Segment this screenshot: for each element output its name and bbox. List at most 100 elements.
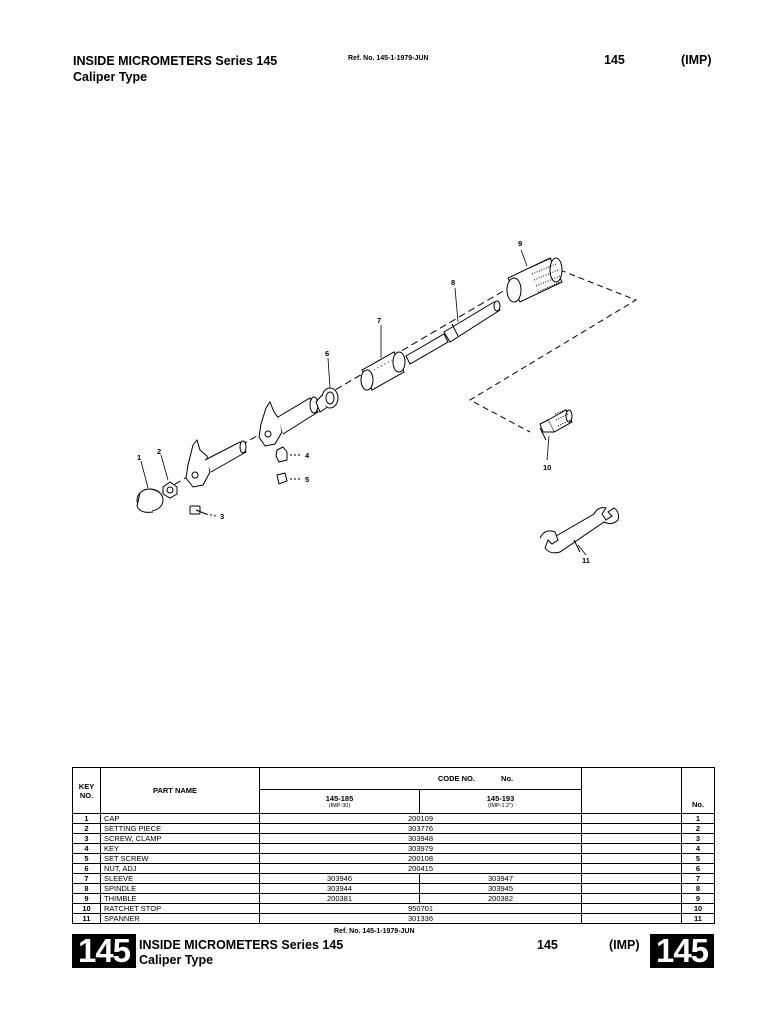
cell-no-end: 7 xyxy=(681,873,715,884)
part-clamp-screw xyxy=(189,505,217,517)
cell-blank xyxy=(581,853,682,864)
cell-code-b: 303945 xyxy=(419,883,582,894)
cell-part-name: SLEEVE xyxy=(100,873,260,884)
callout-3: 3 xyxy=(220,512,224,521)
page-title: INSIDE MICROMETERS Series 145 Caliper Ty… xyxy=(73,53,277,85)
cell-part-name: SPINDLE xyxy=(100,883,260,894)
part-ratchet-stop xyxy=(539,409,573,441)
cell-part-name: SCREW, CLAMP xyxy=(100,833,260,844)
title-line-2: Caliper Type xyxy=(73,70,148,84)
cell-key-no: 2 xyxy=(72,823,101,834)
cell-no-end: 9 xyxy=(681,893,715,904)
cell-no-end: 10 xyxy=(681,903,715,914)
callout-7: 7 xyxy=(377,316,381,325)
cell-part-name: NUT, ADJ xyxy=(100,863,260,874)
header-code-no: CODE NO. No. xyxy=(259,767,582,790)
part-setting-piece xyxy=(162,481,178,499)
cell-part-name: RATCHET STOP xyxy=(100,903,260,914)
cell-blank xyxy=(581,813,682,824)
parts-table: KEY NO. PART NAME CODE NO. No. No. 145-1… xyxy=(72,767,715,924)
cell-code-common: 200109 xyxy=(259,813,582,824)
ratchet-connection-line xyxy=(468,269,638,433)
cell-blank xyxy=(581,823,682,834)
cell-key-no: 7 xyxy=(72,873,101,884)
callout-6: 6 xyxy=(325,349,329,358)
cell-no-end: 4 xyxy=(681,843,715,854)
cell-blank xyxy=(581,863,682,874)
footer-series-badge-left: 145 xyxy=(72,934,136,968)
callout-10: 10 xyxy=(543,463,551,472)
cell-key-no: 1 xyxy=(72,813,101,824)
footer-title-line-1: INSIDE MICROMETERS Series 145 xyxy=(139,938,344,952)
cell-blank xyxy=(581,913,682,924)
cell-key-no: 6 xyxy=(72,863,101,874)
callout-8: 8 xyxy=(451,278,455,287)
part-jaw-fixed xyxy=(185,438,247,488)
cell-code-b: 200382 xyxy=(419,893,582,904)
cell-no-end: 5 xyxy=(681,853,715,864)
cell-blank xyxy=(581,893,682,904)
cell-code-common: 303776 xyxy=(259,823,582,834)
part-thimble xyxy=(506,257,563,303)
model-b-sub: (IMP-1.2") xyxy=(488,802,513,809)
callout-4: 4 xyxy=(305,451,310,460)
cell-code-a: 200381 xyxy=(259,893,420,904)
part-sleeve xyxy=(360,351,406,391)
cell-key-no: 4 xyxy=(72,843,101,854)
part-adjusting-nut xyxy=(315,387,339,413)
footer-series-number: 145 xyxy=(537,938,558,952)
cell-code-a: 303944 xyxy=(259,883,420,894)
model-b-code: 145-193 xyxy=(486,793,515,803)
footer-ref-number: Ref. No. 145-1-1979-JUN xyxy=(334,928,415,935)
cell-no-end: 2 xyxy=(681,823,715,834)
cell-part-name: THIMBLE xyxy=(100,893,260,904)
footer-title: INSIDE MICROMETERS Series 145 Caliper Ty… xyxy=(139,938,343,968)
cell-no-end: 1 xyxy=(681,813,715,824)
header-no-end: No. xyxy=(681,767,715,814)
cell-key-no: 3 xyxy=(72,833,101,844)
cell-blank xyxy=(581,843,682,854)
header-key-no: KEY NO. xyxy=(72,767,101,814)
header-ref-number: Ref. No. 145-1-1979-JUN xyxy=(348,55,429,62)
cell-no-end: 8 xyxy=(681,883,715,894)
footer-title-line-2: Caliper Type xyxy=(139,953,214,967)
cell-part-name: CAP xyxy=(100,813,260,824)
cell-blank xyxy=(581,833,682,844)
callout-5: 5 xyxy=(305,475,309,484)
title-line-1: INSIDE MICROMETERS Series 145 xyxy=(73,54,278,68)
cell-no-end: 3 xyxy=(681,833,715,844)
part-jaw-movable xyxy=(258,396,319,447)
cell-code-b: 303947 xyxy=(419,873,582,884)
cell-key-no: 9 xyxy=(72,893,101,904)
header-no-mid: No. xyxy=(501,774,514,783)
model-a-code: 145-185 xyxy=(325,793,354,803)
header-model-b: 145-193 (IMP-1.2") xyxy=(419,789,582,814)
callout-2: 2 xyxy=(157,447,161,456)
cell-key-no: 8 xyxy=(72,883,101,894)
callout-1: 1 xyxy=(137,453,141,462)
cell-part-name: SETTING PIECE xyxy=(100,823,260,834)
header-blank xyxy=(581,767,682,814)
header-part-name: PART NAME xyxy=(100,767,260,814)
callout-9: 9 xyxy=(518,239,522,248)
part-cap xyxy=(136,488,164,513)
cell-code-common: 301336 xyxy=(259,913,582,924)
cell-part-name: KEY xyxy=(100,843,260,854)
cell-code-common: 303948 xyxy=(259,833,582,844)
header-category: (IMP) xyxy=(681,53,712,67)
cell-key-no: 11 xyxy=(72,913,101,924)
footer-series-badge-right: 145 xyxy=(650,934,714,968)
part-set-screw xyxy=(276,472,302,485)
cell-key-no: 10 xyxy=(72,903,101,914)
cell-code-common: 200415 xyxy=(259,863,582,874)
cell-part-name: SPANNER xyxy=(100,913,260,924)
cell-code-common: 303979 xyxy=(259,843,582,854)
